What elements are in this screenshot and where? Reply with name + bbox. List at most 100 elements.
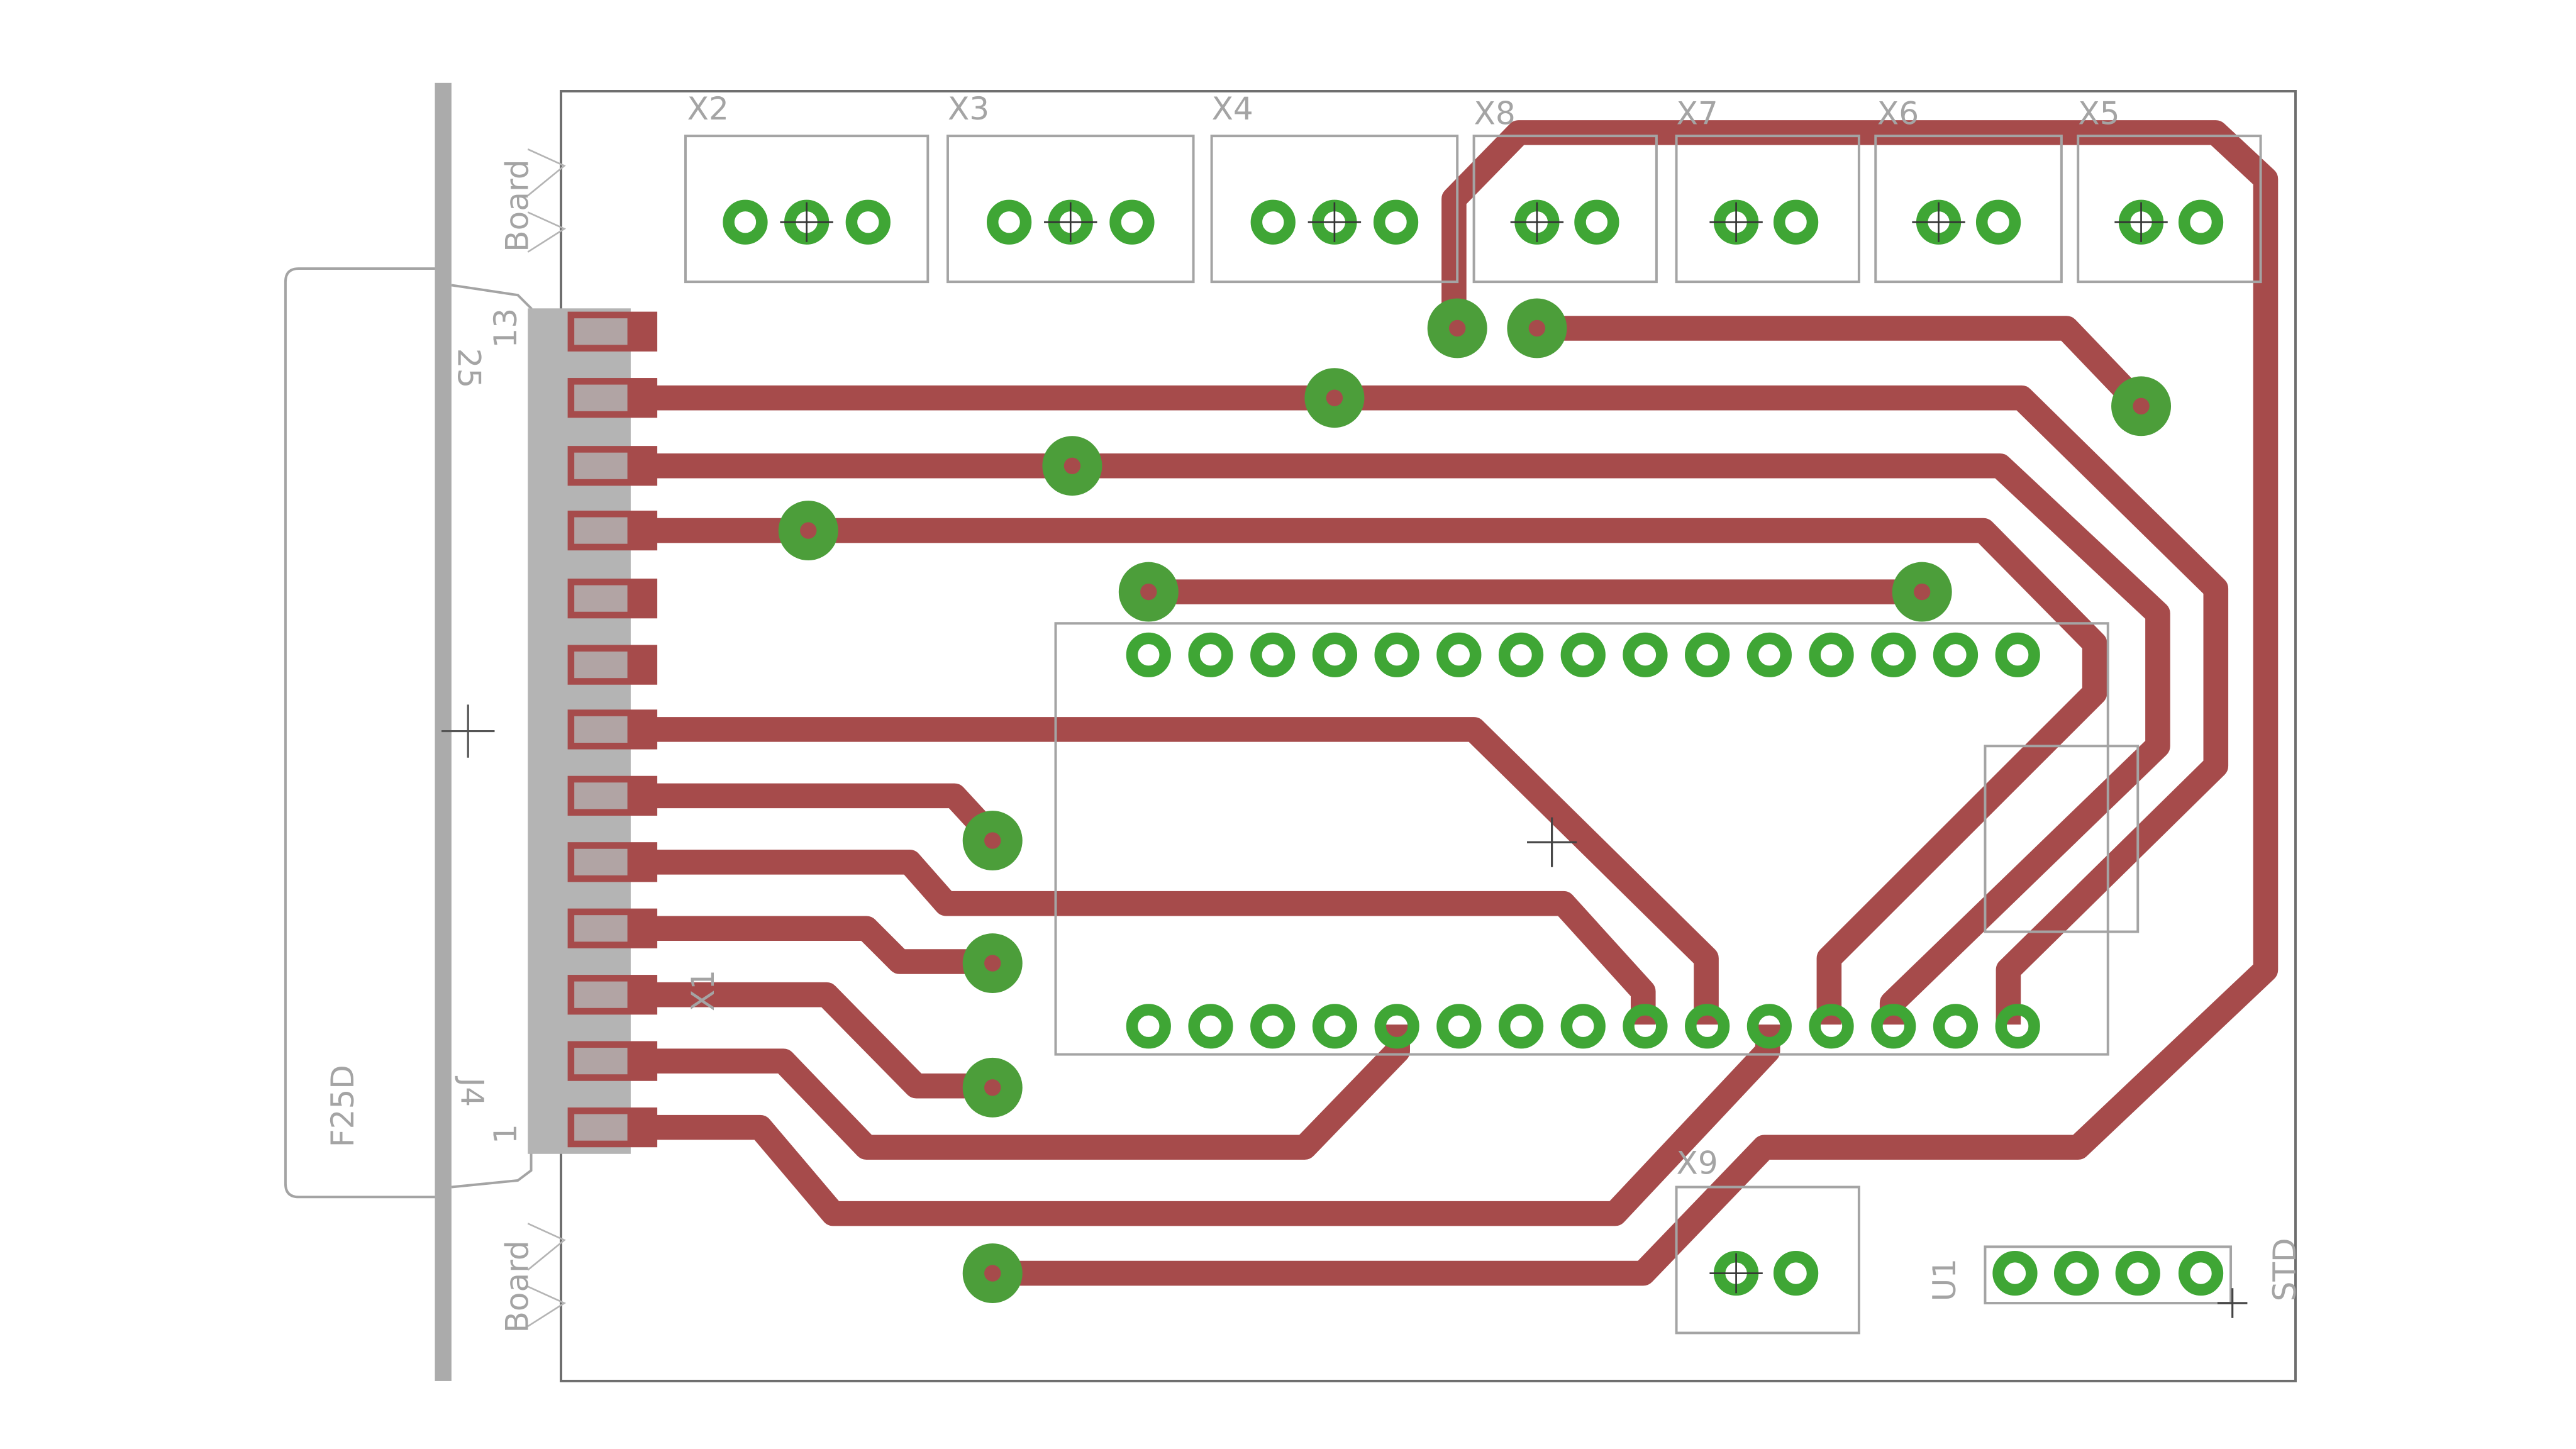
x7-outline	[1675, 135, 1860, 284]
via	[1427, 298, 1487, 358]
x1-pin-top	[1995, 632, 2040, 677]
x9-pad	[1773, 1250, 1819, 1296]
label-pin-13: 13	[487, 308, 524, 348]
via	[962, 1057, 1023, 1118]
board-marker-top	[527, 148, 567, 253]
terminal-pad	[723, 199, 768, 245]
u1-pin	[2178, 1250, 2224, 1296]
x1-pin-bottom	[1436, 1004, 1482, 1049]
terminal-pad	[986, 199, 1032, 245]
x1-pin-top	[1188, 632, 1233, 677]
x1-pin-top	[1685, 632, 1730, 677]
x1-pin-top	[1498, 632, 1544, 677]
via	[1304, 368, 1365, 428]
terminal-pad	[2114, 199, 2168, 245]
trace-5	[630, 783, 1002, 846]
x5-outline	[2077, 135, 2262, 284]
x1-pin-bottom	[1685, 1004, 1730, 1049]
label-x3: X3	[948, 90, 989, 127]
x8-outline	[1472, 135, 1658, 284]
via	[962, 933, 1023, 994]
trace-12	[1536, 316, 2150, 415]
x9-pad	[1709, 1250, 1763, 1296]
label-f25d: F25D	[324, 1065, 361, 1147]
label-x5: X5	[2078, 95, 2119, 132]
x1-crosshair-icon	[1527, 817, 1577, 867]
terminal-pad	[2178, 199, 2224, 245]
label-j25: 25	[450, 348, 487, 389]
u1-pin	[1992, 1250, 2038, 1296]
dsub-connector-outline	[284, 267, 435, 1199]
x1-pin-bottom	[1188, 1004, 1233, 1049]
x1-pin-top	[1933, 632, 1979, 677]
terminal-pad	[1975, 199, 2021, 245]
dsub-inner-outline	[451, 284, 533, 1189]
x1-pin-bottom	[1746, 1004, 1792, 1049]
x1-pin-top	[1746, 632, 1792, 677]
x3-outline	[946, 135, 1195, 284]
via	[1042, 436, 1102, 496]
connector-pad-overlays	[574, 318, 628, 1141]
via	[778, 501, 838, 561]
trace-7	[630, 916, 993, 974]
component-outlines	[684, 135, 2262, 1335]
terminal-pad	[1709, 199, 1763, 245]
x1-pin-bottom	[1312, 1004, 1358, 1049]
label-std: STD	[2266, 1238, 2303, 1301]
label-x9: X9	[1677, 1144, 1718, 1181]
trace-3	[630, 518, 2107, 1025]
terminal-pad	[1373, 199, 1419, 245]
trace-6	[630, 850, 1656, 1025]
label-x1: X1	[684, 970, 721, 1011]
via	[962, 811, 1023, 870]
x4-outline	[1210, 135, 1459, 284]
u1-outline	[1984, 1245, 2233, 1304]
label-pin-1: 1	[487, 1124, 524, 1144]
terminal-pad	[1773, 199, 1819, 245]
label-x4: X4	[1212, 90, 1253, 127]
u1-pin	[2053, 1250, 2099, 1296]
x9-outline	[1675, 1185, 1860, 1335]
label-board-bottom: Board	[498, 1240, 535, 1333]
terminal-pad	[1109, 199, 1155, 245]
via	[1118, 562, 1179, 622]
x1-pin-top	[1623, 632, 1668, 677]
via	[962, 1243, 1023, 1304]
label-j4: J4	[454, 1076, 491, 1108]
x1-pin-bottom	[1560, 1004, 1606, 1049]
x1-pin-bottom	[1809, 1004, 1854, 1049]
trace-8	[630, 982, 993, 1099]
trace-10	[630, 1024, 1780, 1226]
x1-pin-top	[1312, 632, 1358, 677]
pads	[723, 199, 2224, 1296]
terminal-pad	[1044, 199, 1097, 245]
terminal-pad	[1574, 199, 1619, 245]
terminal-pad	[1250, 199, 1296, 245]
label-u1: U1	[1926, 1258, 1963, 1302]
x1-pin-top	[1871, 632, 1916, 677]
label-x6: X6	[1877, 95, 1919, 132]
terminal-pad	[845, 199, 891, 245]
x1-pin-top	[1374, 632, 1419, 677]
x1-pin-bottom	[1374, 1004, 1419, 1049]
trace-4	[630, 717, 1719, 1025]
x2-outline	[684, 135, 930, 284]
x1-pin-bottom	[1871, 1004, 1916, 1049]
terminal-pad	[1912, 199, 1965, 245]
x1-pin-top	[1809, 632, 1854, 677]
x1-outline	[1054, 622, 2109, 1056]
x1-pin-top	[1250, 632, 1296, 677]
terminal-pad	[780, 199, 833, 245]
via	[1507, 298, 1567, 358]
via	[1892, 562, 1952, 622]
u1-pin	[2115, 1250, 2160, 1296]
x1-pin-top	[1436, 632, 1482, 677]
crosshair-icon	[441, 704, 495, 758]
via	[2111, 376, 2172, 436]
label-board-top: Board	[498, 159, 535, 252]
x1-pin-bottom	[1623, 1004, 1668, 1049]
x6-outline	[1874, 135, 2063, 284]
x1-pin-top	[1560, 632, 1606, 677]
u1-crosshair-icon	[2217, 1288, 2248, 1318]
